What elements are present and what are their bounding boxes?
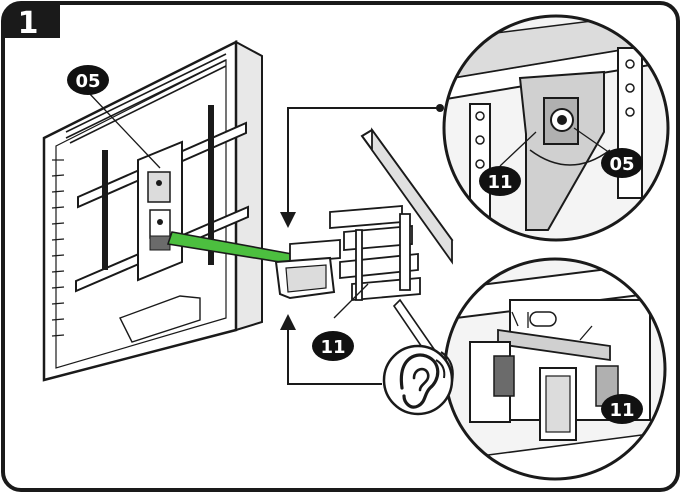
step-number: 1: [18, 6, 39, 41]
ear-icon: [382, 344, 454, 416]
vent-slats-left: [51, 159, 65, 337]
callout-05-label: 05: [75, 71, 100, 92]
callout-badge-11-main: 11: [312, 331, 354, 361]
callout-11-zoom-top-label: 11: [487, 172, 512, 193]
callout-badge-11-zoom-bottom: 11: [601, 394, 643, 424]
callout-11-zoom-bottom-label: 11: [609, 400, 634, 421]
callout-11-label: 11: [320, 337, 345, 358]
step-number-tab: 1: [3, 3, 60, 41]
center-mount-plate: [137, 140, 183, 282]
callout-badge-05-zoom: 05: [601, 148, 643, 178]
vertical-brackets: [102, 105, 214, 270]
zoom-detail-top: [444, 16, 668, 240]
arrow-head-down: [280, 212, 296, 228]
callout-leader-11: [333, 283, 369, 319]
callout-leader-05: [87, 91, 161, 169]
wall-mount-arm: [274, 127, 454, 358]
callout-badge-11-zoom-top: 11: [479, 166, 521, 196]
direction-arrows: [287, 107, 440, 385]
callout-badge-05-main: 05: [67, 65, 109, 95]
arrow-head-up: [280, 314, 296, 330]
zoom-anchor-dot: [436, 104, 444, 112]
callout-05-zoom-label: 05: [609, 154, 634, 175]
vent-slats-top: [65, 53, 227, 144]
zoom-ring-top: [442, 14, 670, 242]
